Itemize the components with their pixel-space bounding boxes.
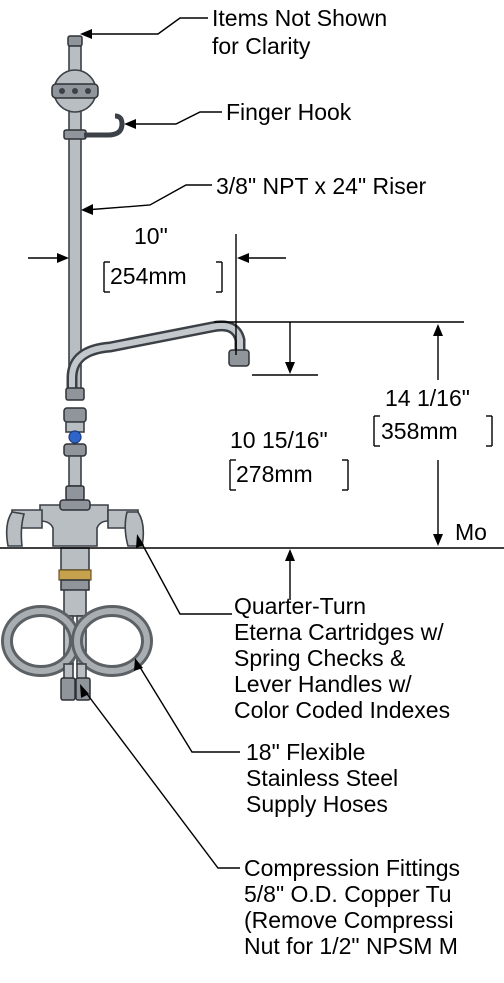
svg-text:254mm: 254mm (110, 263, 187, 289)
riser-fitting (51, 69, 99, 113)
finger-hook-part (63, 113, 125, 140)
svg-text:10": 10" (134, 223, 168, 249)
svg-text:Finger Hook: Finger Hook (226, 99, 352, 125)
svg-text:Color Coded Indexes: Color Coded Indexes (234, 697, 450, 723)
callout-items-not-shown: Items Not Shown for Clarity (80, 5, 387, 59)
mounting-surface-label: Mo (455, 519, 487, 545)
faucet-body (11, 499, 139, 547)
svg-text:5/8" O.D. Copper Tu: 5/8" O.D. Copper Tu (244, 881, 452, 907)
svg-text:Spring Checks &: Spring Checks & (234, 645, 405, 671)
shank (58, 547, 92, 617)
swing-spout (65, 320, 250, 401)
compression-fitting-parts (60, 677, 91, 701)
svg-text:Lever Handles w/: Lever Handles w/ (234, 671, 412, 697)
callout-riser: 3/8" NPT x 24" Riser (81, 173, 427, 215)
dimension-spout-height: 10 15/16" 278mm (229, 322, 349, 600)
callout-hoses: 18" Flexible Stainless Steel Supply Hose… (134, 658, 398, 817)
svg-text:Supply Hoses: Supply Hoses (246, 791, 388, 817)
svg-text:358mm: 358mm (381, 418, 458, 444)
svg-text:14 1/16": 14 1/16" (385, 385, 470, 411)
svg-text:Quarter-Turn: Quarter-Turn (234, 593, 366, 619)
svg-text:18" Flexible: 18" Flexible (246, 739, 365, 765)
svg-text:10 15/16": 10 15/16" (230, 427, 328, 453)
svg-text:Nut for 1/2" NPSM M: Nut for 1/2" NPSM M (244, 933, 458, 959)
riser-cap (67, 35, 83, 47)
faucet-illustration (1, 35, 250, 701)
svg-text:Items Not Shown: Items Not Shown (212, 5, 387, 31)
callout-fittings: Compression Fittings 5/8" O.D. Copper Tu… (80, 684, 460, 959)
svg-text:Eterna Cartridges w/: Eterna Cartridges w/ (234, 619, 444, 645)
supply-hoses (1, 605, 153, 681)
svg-text:3/8" NPT x 24" Riser: 3/8" NPT x 24" Riser (216, 173, 427, 199)
dimension-spout-reach: 10" 254mm (28, 223, 286, 355)
svg-text:Compression Fittings: Compression Fittings (244, 855, 460, 881)
callout-cartridges: Quarter-Turn Eterna Cartridges w/ Spring… (136, 534, 450, 723)
svg-text:(Remove Compressi: (Remove Compressi (244, 907, 454, 933)
svg-text:for Clarity: for Clarity (212, 33, 311, 59)
svg-text:Stainless Steel: Stainless Steel (246, 765, 398, 791)
callout-finger-hook: Finger Hook (124, 99, 352, 129)
svg-text:278mm: 278mm (236, 461, 313, 487)
check-valve (63, 407, 87, 501)
dimension-overall-height: 14 1/16" 358mm (214, 321, 493, 546)
